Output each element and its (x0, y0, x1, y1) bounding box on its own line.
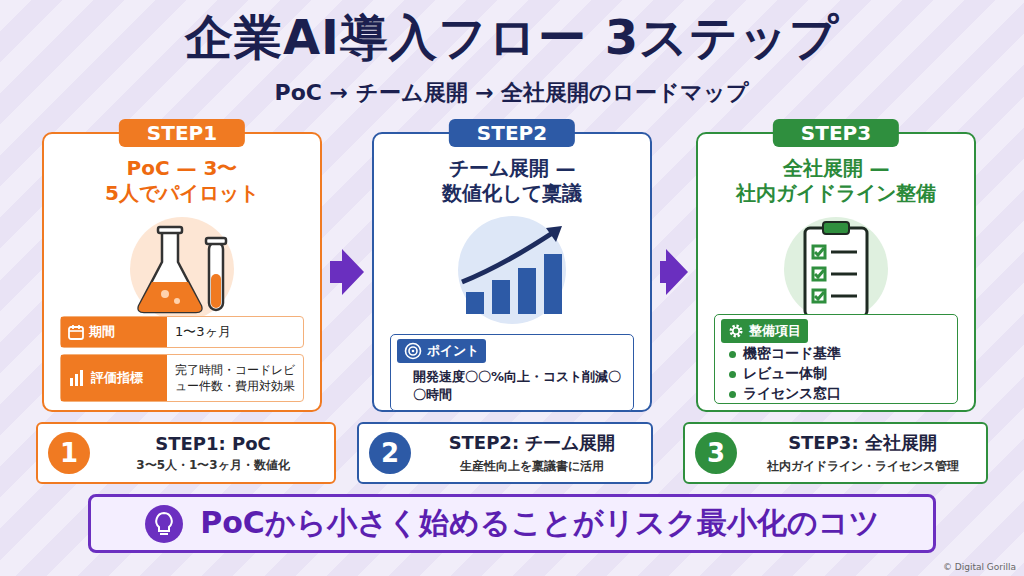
info-tag: 期間 (61, 317, 167, 347)
info-label: 期間 (89, 323, 115, 341)
subtitle: PoC → チーム展開 → 全社展開のロードマップ (0, 78, 1024, 108)
banner-node: PoCから小さく始めることがリスク最小化のコツ (88, 494, 936, 553)
growth-chart-illustration (442, 214, 582, 326)
summary-text-column: STEP3: 全社展開社内ガイドライン・ライセンス管理 (749, 431, 976, 475)
callout-number: 1 (60, 438, 78, 468)
gear-icon (728, 323, 744, 339)
summary-title: STEP1: PoC (155, 433, 271, 454)
number-circle: 1 (48, 432, 90, 474)
row-node: 期間 1〜3ヶ月 (60, 316, 304, 348)
callout-number: 3 (707, 438, 725, 468)
step-heading: チーム展開 — 数値化して稟議 (389, 156, 635, 206)
callout-number: 2 (381, 438, 399, 468)
info-value: 完了時間・コードレビュー件数・費用対効果 (167, 355, 303, 401)
target-icon (404, 342, 422, 360)
banner-text: PoCから小さく始めることがリスク最小化のコツ (200, 503, 880, 544)
step-heading: 全社展開 — 社内ガイドライン整備 (713, 156, 959, 206)
list-item: 機密コード基準 (715, 343, 957, 363)
summary-title: STEP3: 全社展開 (788, 431, 937, 455)
sum-node: 1 STEP1: PoC 3〜5人・1〜3ヶ月・数値化 (36, 422, 336, 484)
sum-node: 2 STEP2: チーム展開生産性向上を稟議書に活用 (357, 422, 653, 484)
item-text: ライセンス窓口 (743, 385, 841, 403)
sum-node: 3 STEP3: 全社展開社内ガイドライン・ライセンス管理 (683, 422, 988, 484)
bar-chart-icon (68, 369, 86, 387)
point-node: ポイント開発速度〇〇%向上・コスト削減〇〇時間 (390, 334, 634, 411)
step-tab: STEP1 (119, 119, 245, 147)
flow-arrow (660, 249, 688, 295)
summary-detail: 生産性向上を稟議書に活用 (460, 458, 604, 475)
card-node: STEP2チーム展開 — 数値化して稟議ポイント開発速度〇〇%向上・コスト削減〇… (372, 132, 652, 412)
card-node: STEP1PoC — 3〜5人でパイロット期間1〜3ヶ月評価指標完了時間・コード… (42, 132, 322, 412)
summary-text-column: STEP1: PoC 3〜5人・1〜3ヶ月・数値化 (102, 433, 324, 474)
header-label: 整備項目 (749, 322, 801, 340)
bullet-dot (729, 351, 736, 358)
bullet-dot (729, 391, 736, 398)
summary-title: STEP2: チーム展開 (449, 431, 616, 455)
header-tag: ポイント (397, 339, 486, 363)
info-tag: 評価指標 (61, 355, 167, 401)
card-node: STEP3全社展開 — 社内ガイドライン整備整備項目機密コード基準レビュー体制ラ… (696, 132, 976, 412)
summary-detail: 社内ガイドライン・ライセンス管理 (767, 458, 959, 475)
summary-detail: 3〜5人・1〜3ヶ月・数値化 (136, 457, 289, 474)
row-node: 評価指標 完了時間・コードレビュー件数・費用対効果 (60, 354, 304, 402)
step-tab: STEP2 (449, 119, 575, 147)
step-tab: STEP3 (773, 119, 899, 147)
item-text: レビュー体制 (743, 365, 827, 383)
summary-text-column: STEP2: チーム展開生産性向上を稟議書に活用 (423, 431, 641, 475)
header-tag: 整備項目 (721, 319, 808, 343)
lightbulb-icon (144, 504, 184, 544)
item-text: 機密コード基準 (743, 345, 841, 363)
point-text: 開発速度〇〇%向上・コスト削減〇〇時間 (391, 364, 633, 410)
header-label: ポイント (427, 342, 479, 360)
info-value: 1〜3ヶ月 (167, 317, 239, 347)
diagram-title: 企業AI導入フロー 3ステップ (0, 6, 1024, 70)
bullet-dot (729, 371, 736, 378)
list-item: レビュー体制 (715, 363, 957, 383)
flask-illustration (117, 214, 247, 324)
step-heading: PoC — 3〜5人でパイロット (59, 156, 305, 206)
calendar-icon (68, 324, 84, 340)
watermark: © Digital Gorilla (943, 562, 1016, 572)
number-circle: 2 (369, 432, 411, 474)
list-node: 整備項目機密コード基準レビュー体制ライセンス窓口 (714, 314, 958, 404)
list-item: ライセンス窓口 (715, 383, 957, 403)
checklist-illustration (771, 214, 901, 324)
flow-arrow (330, 249, 364, 295)
number-circle: 3 (695, 432, 737, 474)
info-label: 評価指標 (91, 369, 143, 387)
